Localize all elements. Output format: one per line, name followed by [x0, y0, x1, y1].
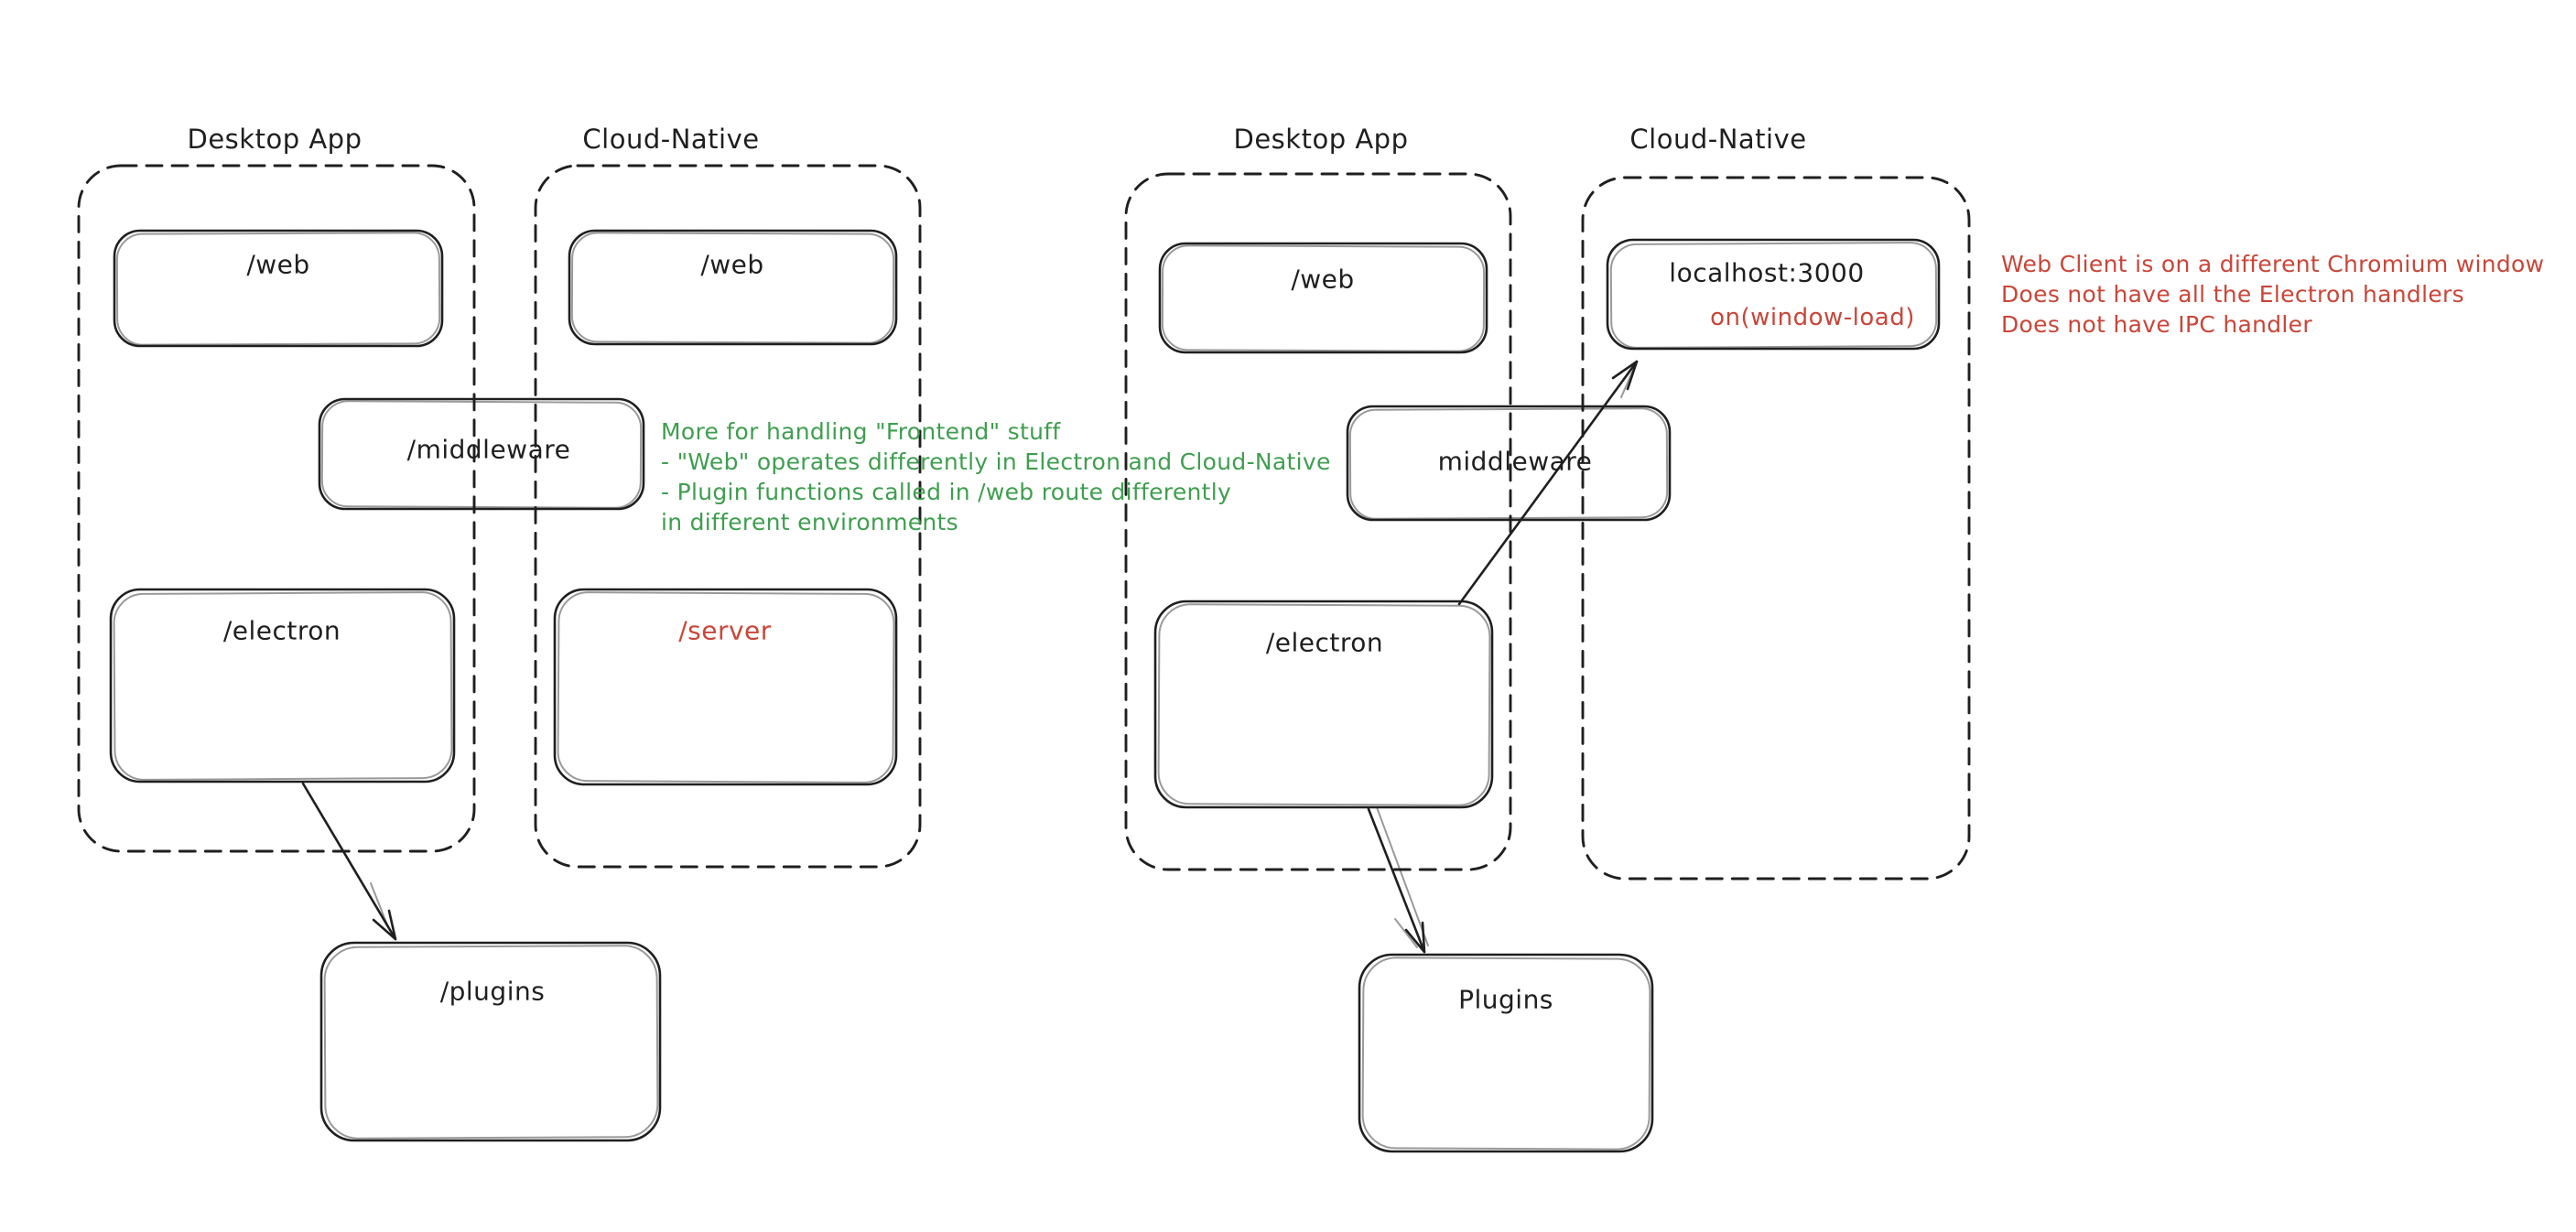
- label-web-right-desktop: /web: [1291, 264, 1355, 295]
- label-electron-right: /electron: [1265, 627, 1384, 658]
- arrow-electron-to-plugins-left: [301, 782, 397, 941]
- annotation-line: - Plugin functions called in /web route …: [661, 479, 1232, 505]
- arrow-electron-to-localhost-right: [1457, 360, 1639, 606]
- box-middleware-left: [318, 397, 645, 511]
- annotation-line: More for handling "Frontend" stuff: [661, 418, 1061, 445]
- box-electron-right-sketch: [1157, 603, 1491, 806]
- label-middleware-left: /middleware: [406, 434, 571, 465]
- group-title-desktop-app-right: Desktop App: [1233, 124, 1409, 155]
- label-server-left: /server: [678, 615, 772, 646]
- box-web-left-cloud: [568, 229, 898, 346]
- box-web-right-desktop-sketch: [1161, 244, 1486, 352]
- box-plugins-left-sketch: [323, 945, 659, 1140]
- annotation-line: Does not have all the Electron handlers: [2001, 281, 2464, 308]
- label-plugins-right: Plugins: [1458, 984, 1553, 1015]
- label-plugins-left: /plugins: [439, 976, 546, 1007]
- box-plugins-left: [319, 941, 662, 1142]
- box-web-right-desktop: [1158, 242, 1488, 354]
- group-title-cloud-native-right: Cloud-Native: [1629, 124, 1807, 155]
- box-web-left-cloud-sketch: [570, 232, 895, 344]
- annotation-web-client-note: Web Client is on a different Chromium wi…: [2001, 249, 2544, 340]
- box-server-left: [553, 588, 898, 786]
- annotation-middleware-note: More for handling "Frontend" stuff - "We…: [661, 416, 1331, 537]
- label-on-window-load: on(window-load): [1710, 304, 1915, 331]
- group-title-desktop-app-left: Desktop App: [187, 124, 363, 155]
- box-plugins-right-sketch: [1361, 956, 1651, 1151]
- box-web-left-desktop: [113, 229, 444, 348]
- arrow-electron-to-plugins-right: [1367, 806, 1429, 954]
- box-middleware-right-sketch: [1348, 407, 1669, 520]
- annotation-line: in different environments: [661, 509, 958, 535]
- annotation-line: Does not have IPC handler: [2001, 311, 2312, 338]
- label-web-left-desktop: /web: [246, 249, 310, 280]
- annotation-line: - "Web" operates differently in Electron…: [661, 448, 1331, 475]
- box-electron-right: [1153, 600, 1494, 809]
- box-web-left-desktop-sketch: [115, 232, 441, 346]
- annotation-line: Web Client is on a different Chromium wi…: [2001, 251, 2545, 277]
- container-cloud-native-left: [534, 164, 922, 869]
- box-plugins-right: [1358, 953, 1654, 1153]
- box-localhost-3000: [1606, 238, 1941, 351]
- container-desktop-app-right: [1124, 172, 1512, 871]
- box-localhost-3000-sketch: [1609, 242, 1938, 349]
- box-electron-left: [109, 588, 456, 784]
- box-middleware-left-sketch: [320, 400, 643, 509]
- label-localhost-3000: localhost:3000: [1669, 257, 1865, 288]
- label-middleware-right: middleware: [1437, 446, 1593, 477]
- group-title-cloud-native-left: Cloud-Native: [582, 124, 760, 155]
- box-middleware-right: [1346, 405, 1672, 522]
- label-web-left-cloud: /web: [700, 249, 764, 280]
- container-cloud-native-right: [1581, 176, 1971, 881]
- box-electron-left-sketch: [113, 591, 453, 781]
- label-electron-left: /electron: [222, 615, 341, 646]
- box-server-left-sketch: [557, 591, 895, 784]
